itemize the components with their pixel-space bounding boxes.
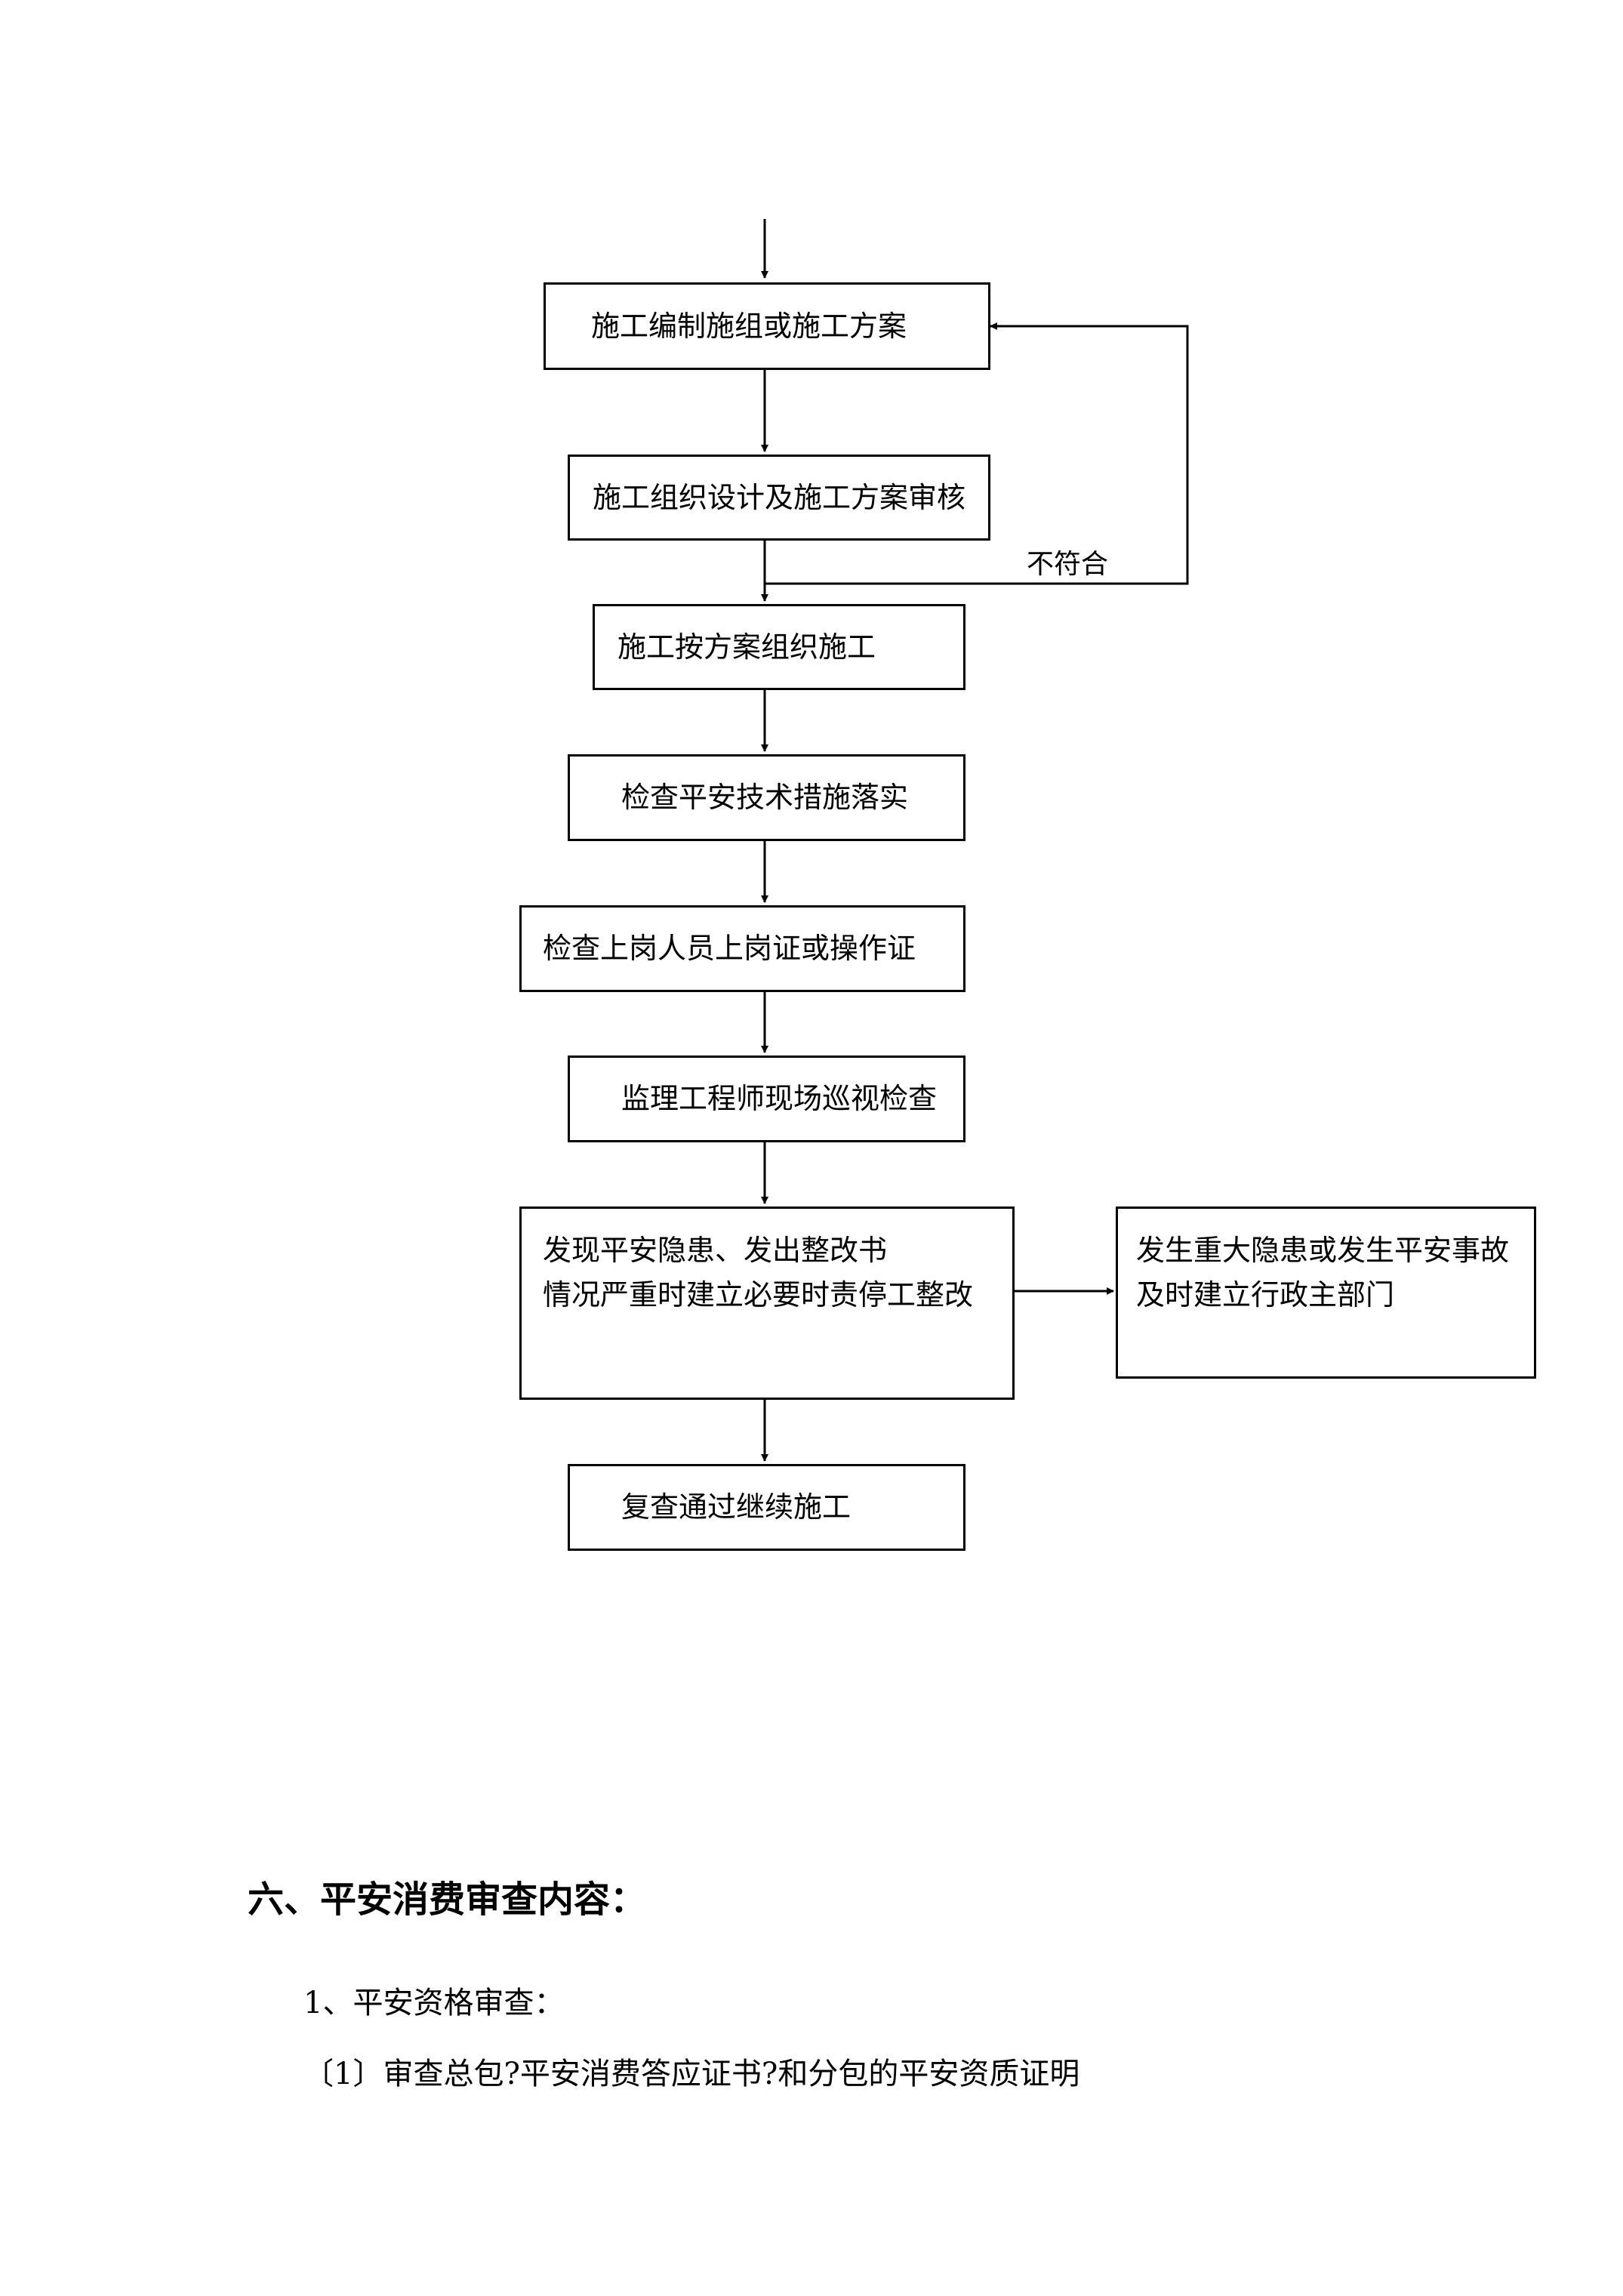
step-box-8: 复查通过继续施工: [568, 1464, 965, 1551]
step-label-1: 施工编制施组或施工方案: [591, 309, 907, 343]
side-box-line2: 及时建立行政主部门: [1136, 1277, 1395, 1311]
step-label-4: 检查平安技术措施落实: [621, 781, 909, 815]
step-box-4: 检查平安技术措施落实: [568, 754, 965, 841]
section-item-1: 1、平安资格审查：: [303, 1986, 565, 2020]
step-label-7-line1: 发现平安隐患、发出整改书: [543, 1234, 888, 1267]
step-box-3: 施工按方案组织施工: [593, 604, 965, 690]
step-label-3: 施工按方案组织施工: [617, 630, 876, 664]
branch-label-not-compliant: 不符合: [1027, 549, 1109, 580]
step-label-7-line2: 情况严重时建立必要时责停工整改: [543, 1277, 974, 1311]
step-box-2: 施工组织设计及施工方案审核: [568, 455, 990, 541]
step-box-7: 发现平安隐患、发出整改书 情况严重时建立必要时责停工整改: [519, 1207, 1015, 1400]
side-box-line1: 发生重大隐患或发生平安事故: [1136, 1234, 1510, 1267]
side-box-major-hazard: 发生重大隐患或发生平安事故 及时建立行政主部门: [1116, 1207, 1536, 1379]
section-heading: 六、平安消费审查内容：: [248, 1878, 647, 1921]
step-box-6: 监理工程师现场巡视检查: [568, 1056, 965, 1142]
step-label-5: 检查上岗人员上岗证或操作证: [543, 932, 916, 966]
step-box-5: 检查上岗人员上岗证或操作证: [519, 905, 965, 992]
section-item-1-1: 〔1〕审查总包?平安消费答应证书?和分包的平安资质证明: [303, 2057, 1080, 2091]
flowchart-connectors: [761, 219, 1189, 1462]
step-label-6: 监理工程师现场巡视检查: [621, 1082, 938, 1116]
step-label-2: 施工组织设计及施工方案审核: [593, 480, 966, 514]
step-label-8: 复查通过继续施工: [621, 1490, 852, 1524]
feedback-loop: [765, 322, 1189, 585]
step-box-1: 施工编制施组或施工方案: [544, 282, 990, 370]
